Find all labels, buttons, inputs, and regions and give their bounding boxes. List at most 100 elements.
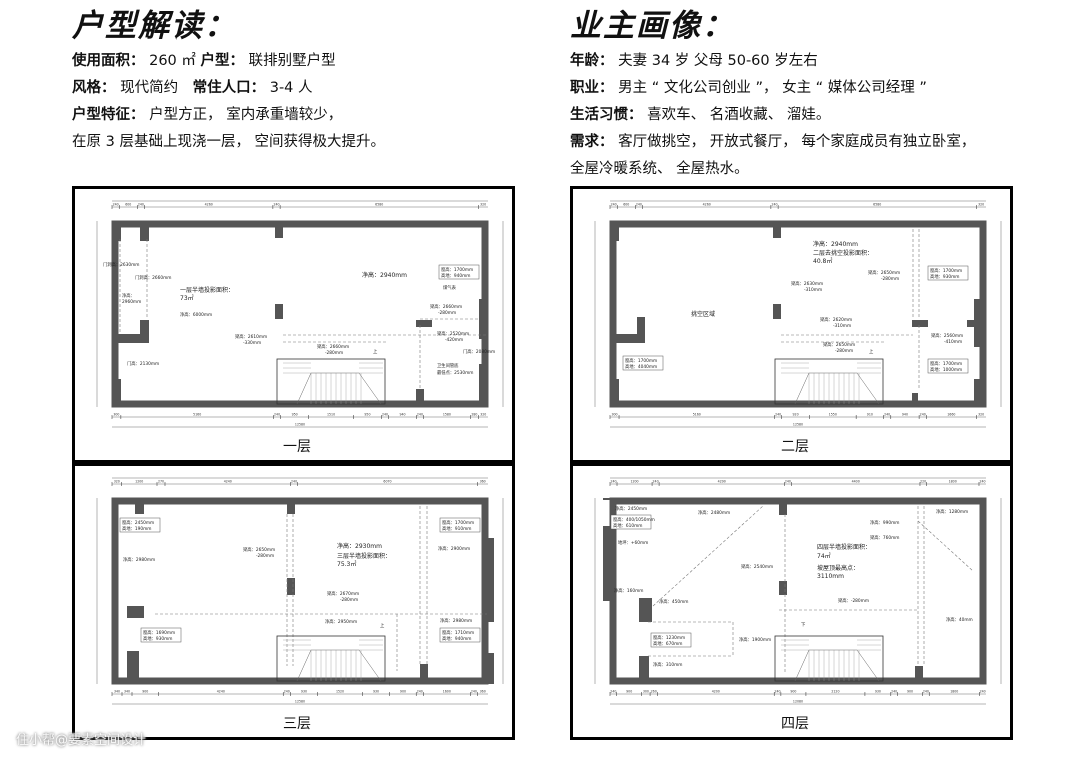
dimension-value: 360 xyxy=(480,690,486,694)
dimension-value: 4400 xyxy=(852,480,860,484)
plan-label: 煤气表 xyxy=(443,284,457,291)
plan-label: 地坪：+60mm xyxy=(618,539,648,546)
plan-label: -280mm xyxy=(881,276,899,282)
dimension-value: 240 xyxy=(653,480,659,484)
dimension-value: 1580 xyxy=(443,413,451,417)
window-info-text: 窗高：1700mm xyxy=(930,360,962,367)
dimension-value: 320 xyxy=(978,413,984,417)
wall-segment xyxy=(127,651,139,684)
dimension-value: 1520 xyxy=(336,690,344,694)
dimension-value: 240 xyxy=(771,203,777,207)
info-line: 使用面积： 260 ㎡ 户型： 联排别墅户型 xyxy=(72,48,385,75)
plan-label: 净高：2900mm xyxy=(438,545,470,552)
dimension-value: 930 xyxy=(875,690,881,694)
wall-segment xyxy=(479,299,488,339)
plan-label: 净高：6000mm xyxy=(180,311,212,318)
info-line: 职业： 男主 “ 文化公司创业 ”， 女主 “ 媒体公司经理 ” xyxy=(570,75,975,102)
plan-label: 净高：2930mm xyxy=(337,542,382,550)
watermark: 住小帮@要素空间设计 xyxy=(16,733,147,748)
dimension-value: 5160 xyxy=(693,413,701,417)
plan-label: 3110mm xyxy=(817,573,844,580)
dimension-value: 240 xyxy=(785,480,791,484)
staircase xyxy=(276,358,386,405)
window-info-frame xyxy=(650,632,692,648)
info-value: 夫妻 34 岁 父母 50-60 岁左右 xyxy=(613,53,818,69)
plan-label: -280mm xyxy=(256,553,274,559)
wall-segment xyxy=(610,221,619,241)
info-key: 户型特征： xyxy=(72,107,145,123)
dimension-value: 360 xyxy=(480,480,486,484)
dimension-value: 950 xyxy=(364,413,370,417)
dimension-value: 4240 xyxy=(217,690,225,694)
dimension-value: 240 xyxy=(775,413,781,417)
dimension-value: 260 xyxy=(651,690,657,694)
plan-label: 门高：2130mm xyxy=(127,360,159,367)
wall-segment xyxy=(275,221,283,238)
dimension-value: 930 xyxy=(301,690,307,694)
plan-label: -280mm xyxy=(340,597,358,603)
info-line: 风格： 现代简约 常住人口： 3-4 人 xyxy=(72,75,385,102)
info-key: 风格： xyxy=(72,80,116,96)
dimension-value: 220 xyxy=(920,480,926,484)
dimension-value: 920 xyxy=(793,413,799,417)
window-info-frame xyxy=(438,264,480,280)
plan-label: 梁高：2630mm xyxy=(791,280,823,287)
info-line: 需求： 客厅做挑空， 开放式餐厅， 每个家庭成员有独立卧室， xyxy=(570,129,975,156)
dimension-total: 12580 xyxy=(793,423,803,427)
window-info-frame xyxy=(927,265,969,281)
beam-line xyxy=(917,520,974,572)
dimension-value: 240 xyxy=(471,690,477,694)
plan-label: 坡屋顶最高点： xyxy=(817,564,859,572)
beam-line xyxy=(652,505,764,607)
dimension-value: 940 xyxy=(902,413,908,417)
wall-segment xyxy=(112,379,121,407)
plan-label: 梁高：2670mm xyxy=(327,590,359,597)
info-line: 在原 3 层基础上现浇一层， 空间获得极大提升。 xyxy=(72,129,385,156)
info-key: 户型： xyxy=(200,53,245,69)
plan-label: 门洞高：2630mm xyxy=(103,261,140,268)
dimension-value: 6580 xyxy=(375,203,383,207)
stair-winder xyxy=(794,649,880,682)
dimension-value: 240 xyxy=(891,690,897,694)
plan-label: 上 xyxy=(380,622,385,629)
plan-label: 梁高：2660mm xyxy=(317,343,349,350)
window-info-text: 窗高：2450mm xyxy=(122,519,154,526)
plan-label: -420mm xyxy=(445,337,463,343)
wall-segment xyxy=(287,578,295,595)
plan-label: -280mm xyxy=(835,348,853,354)
wall-segment xyxy=(974,379,984,407)
info-key: 年龄： xyxy=(570,53,614,69)
window-info-text: 高地：4040mm xyxy=(625,363,657,370)
wall-segment xyxy=(483,538,494,622)
dimension-value: 600 xyxy=(623,203,629,207)
wall-segment xyxy=(967,320,977,327)
dimension-total: 12580 xyxy=(295,423,305,427)
exterior-wall xyxy=(111,497,489,685)
plan-label: 2960mm xyxy=(122,299,141,305)
window-info-text: 高地：940mm xyxy=(441,272,470,279)
floor-caption: 三层 xyxy=(283,716,311,732)
dimension-value: 240 xyxy=(636,203,642,207)
owner-profile-section: 业主画像： 年龄： 夫妻 34 岁 父母 50-60 岁左右职业： 男主 “ 文… xyxy=(570,0,975,183)
plan-label: 净高：450mm xyxy=(659,598,688,605)
wall-segment xyxy=(140,221,149,241)
wall-segment xyxy=(773,221,781,238)
info-value: 户型方正， 室内承重墙较少， xyxy=(144,107,343,123)
dimension-value: 240 xyxy=(884,413,890,417)
wall-segment xyxy=(603,498,612,500)
wall-segment xyxy=(779,581,787,595)
plan-label: 门洞高：2660mm xyxy=(135,274,172,281)
info-value: 男主 “ 文化公司创业 ”， 女主 “ 媒体公司经理 ” xyxy=(613,80,927,96)
plan-label: -310mm xyxy=(833,323,851,329)
window-info-frame xyxy=(622,355,664,371)
plan-label: -330mm xyxy=(243,340,261,346)
dimension-value: 900 xyxy=(142,690,148,694)
dimension-value: 340 xyxy=(124,690,130,694)
dimension-value: 280 xyxy=(471,413,477,417)
plan-label: 净高：2480mm xyxy=(698,509,730,516)
